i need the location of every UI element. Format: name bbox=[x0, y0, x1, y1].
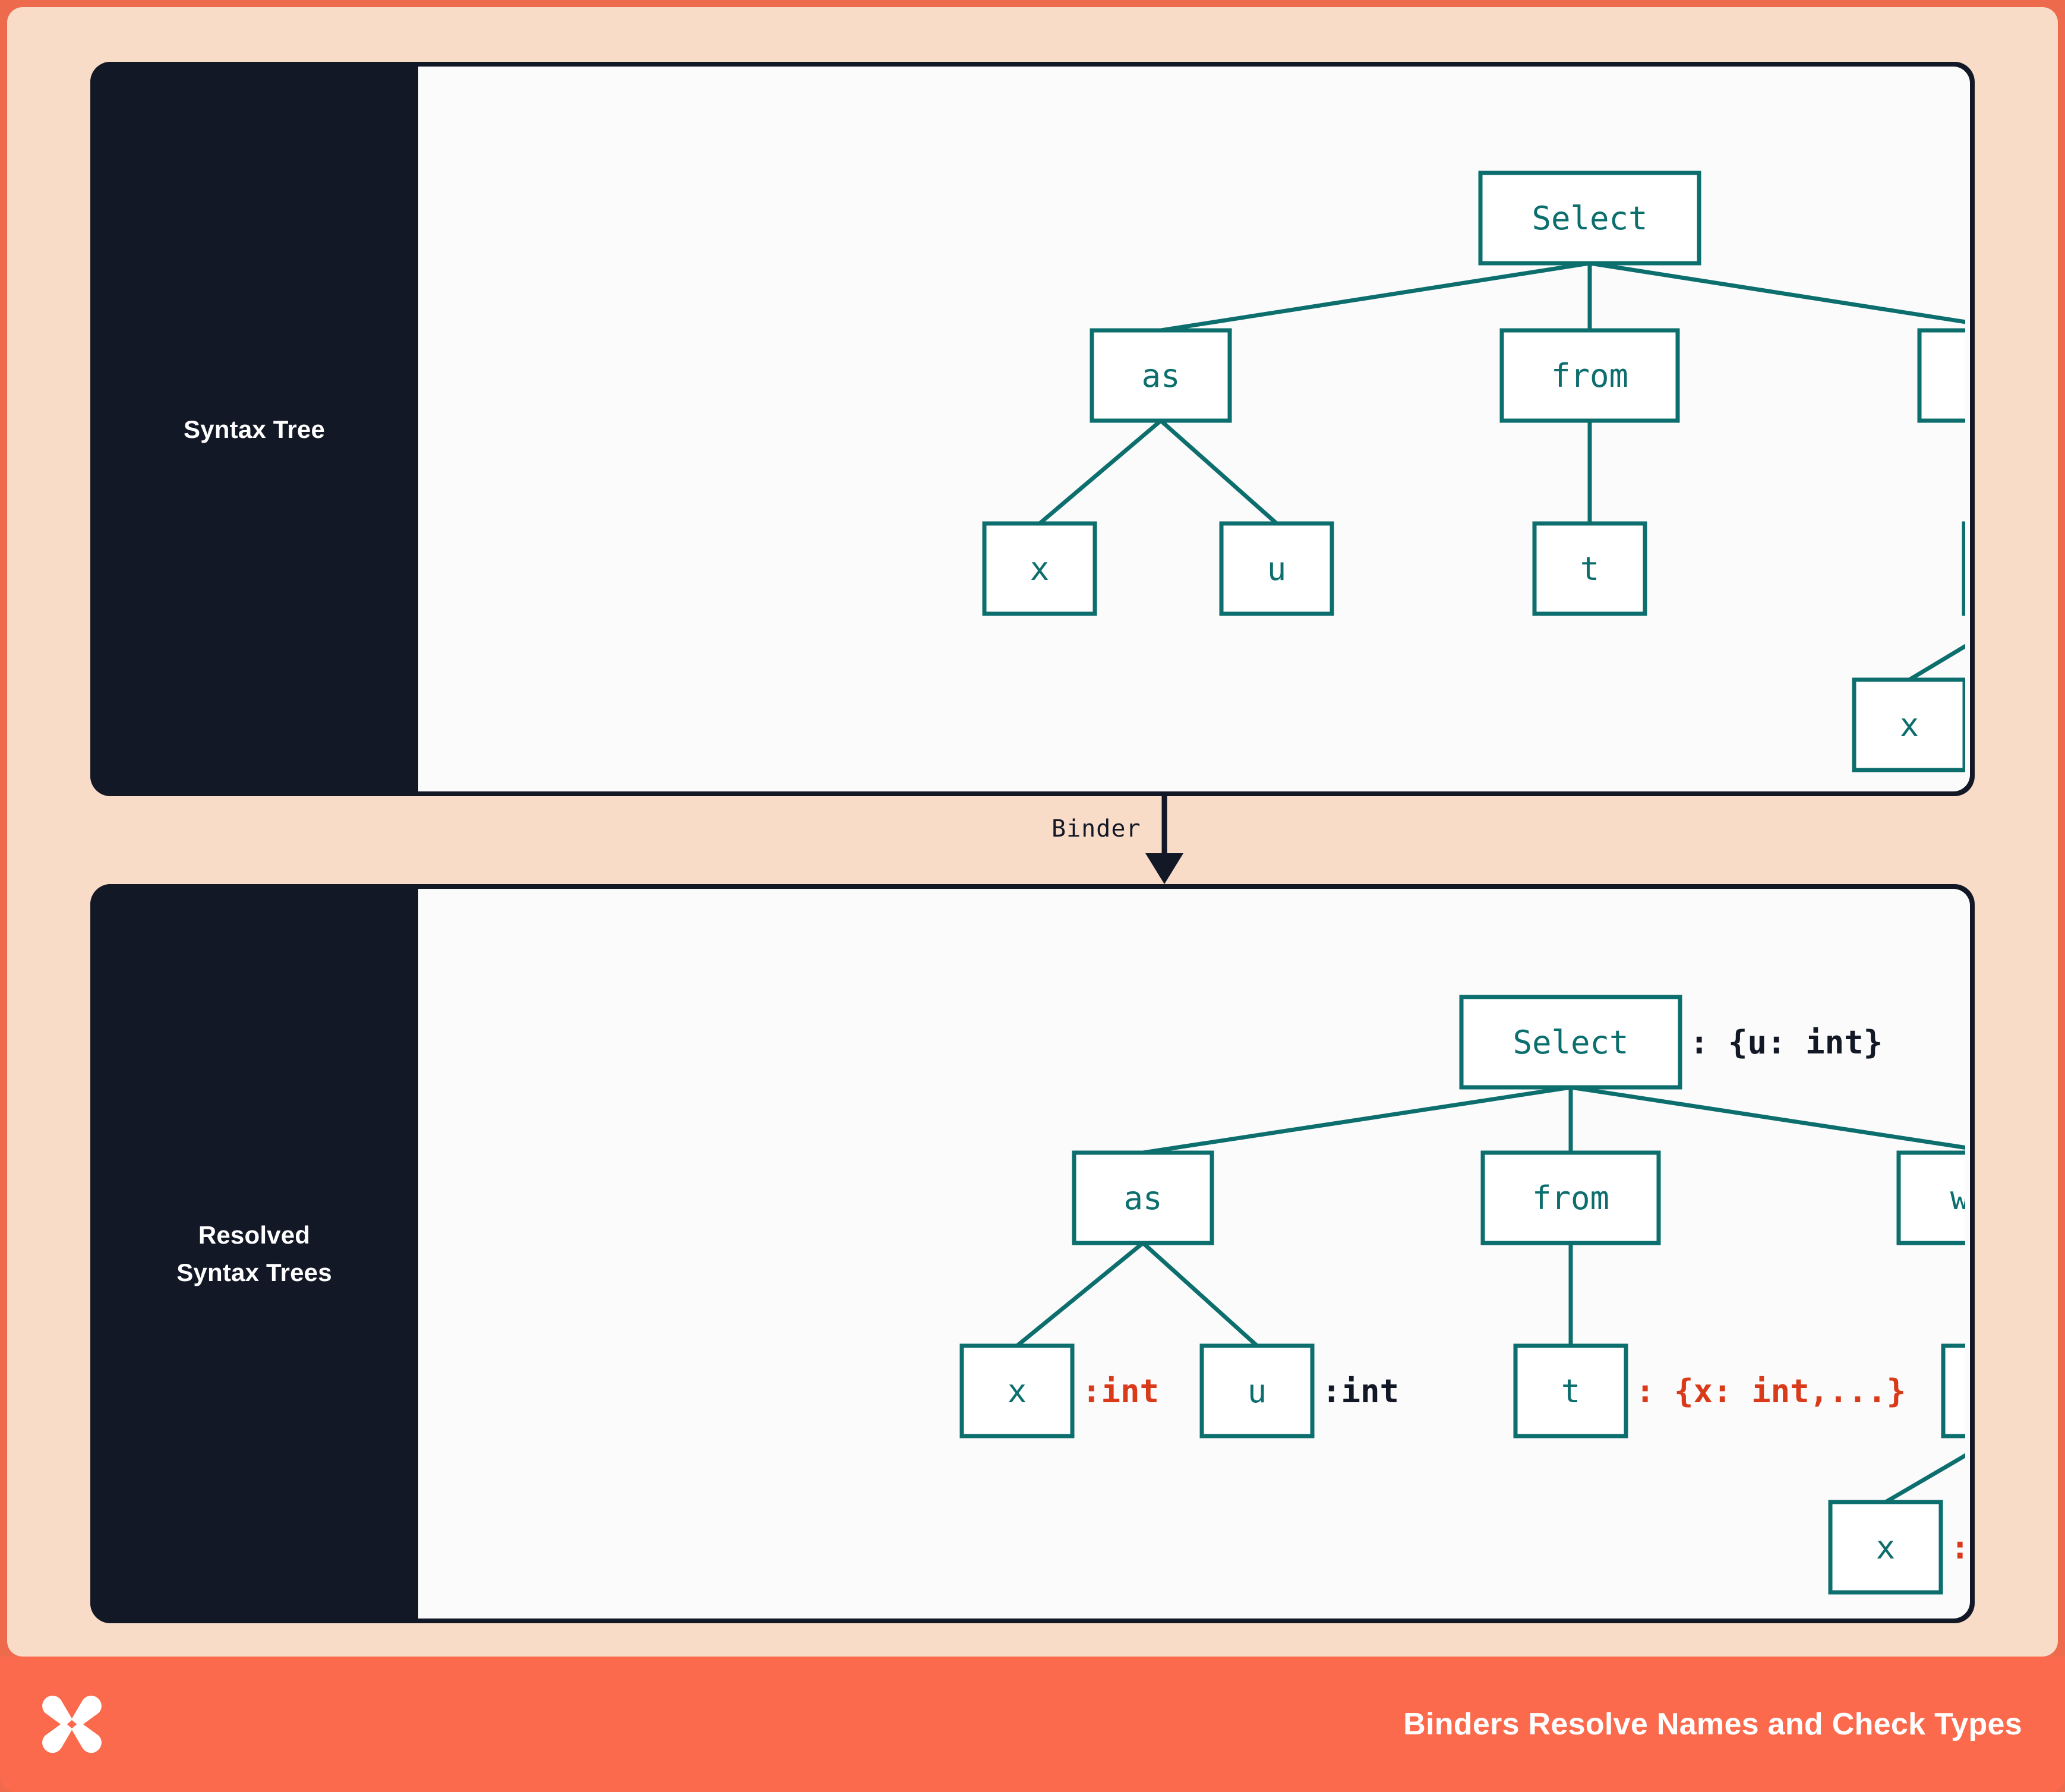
tree-node-where[interactable]: where bbox=[1896, 1150, 1970, 1245]
tree-edge bbox=[1142, 1085, 1571, 1155]
tree-node-type-annotation: : {u: int} bbox=[1690, 1024, 1883, 1061]
tree-node-label: u bbox=[1248, 1373, 1267, 1410]
tree-edge bbox=[1884, 1450, 1970, 1504]
tree-node-box bbox=[1072, 1150, 1214, 1245]
tree-node-type-annotation: :int bbox=[1082, 1373, 1159, 1410]
tree-node-select[interactable]: Select : {u: int} bbox=[1459, 995, 1883, 1090]
tree-edge bbox=[1908, 641, 1970, 682]
binder-label: Binder bbox=[1052, 815, 1141, 843]
resolved-syntax-trees-stage: Select : {u: int} as from where x :int u :int t : … bbox=[418, 889, 1970, 1619]
tree-node-box bbox=[1480, 1150, 1661, 1245]
tree-node-box bbox=[1896, 1150, 1970, 1245]
tree-node-box bbox=[1478, 171, 1701, 266]
tree-node-select[interactable]: Select bbox=[1478, 171, 1701, 266]
tree-node-as[interactable]: as bbox=[1090, 328, 1232, 423]
tree-edge bbox=[1570, 1085, 1970, 1151]
tree-node-box bbox=[1532, 521, 1647, 616]
tree-node-where[interactable]: where bbox=[1917, 328, 1970, 423]
tree-node-gt[interactable]: > bbox=[1962, 521, 1970, 616]
tree-node-box bbox=[982, 521, 1097, 616]
tree-node-label: Select bbox=[1513, 1024, 1628, 1061]
tree-node-as[interactable]: as bbox=[1072, 1150, 1214, 1245]
tree-node-from[interactable]: from bbox=[1480, 1150, 1661, 1245]
resolved-syntax-trees-panel-label: Resolved Syntax Trees bbox=[90, 884, 418, 1623]
syntax-tree-stage: Selectasfromwherexut>x0 bbox=[418, 67, 1970, 791]
tree-node-type-annotation: :int bbox=[1950, 1529, 1965, 1566]
tree-node-gt[interactable]: >:bool bbox=[1941, 1343, 1970, 1438]
tree-node-label: as bbox=[1123, 1179, 1162, 1217]
tree-node-x2[interactable]: x :int bbox=[1828, 1500, 1970, 1595]
tree-node-box bbox=[1828, 1500, 1943, 1595]
tree-node-label: Select bbox=[1532, 200, 1647, 237]
tree-node-type-annotation: :int bbox=[1322, 1373, 1399, 1410]
footer-caption: Binders Resolve Names and Check Types bbox=[1403, 1707, 2022, 1741]
tree-edge bbox=[1141, 1241, 1259, 1348]
tree-node-t[interactable]: t bbox=[1532, 521, 1647, 616]
binder-arrow-icon bbox=[1145, 796, 1183, 884]
tree-node-box bbox=[1199, 1343, 1315, 1438]
resolved-syntax-tree-svg: Select : {u: int} as from where x :int u :int t : … bbox=[959, 995, 1970, 1595]
tree-node-u[interactable]: u bbox=[1219, 521, 1334, 616]
tree-node-box bbox=[959, 1343, 1075, 1438]
tree-node-box bbox=[1090, 328, 1232, 423]
resolved-syntax-trees-panel: Resolved Syntax Trees Select : {u: int} as… bbox=[90, 884, 1975, 1623]
tree-node-box bbox=[1917, 328, 1970, 423]
tree-node-label: from bbox=[1532, 1179, 1609, 1217]
tree-node-box bbox=[1459, 995, 1682, 1090]
tree-node-box bbox=[1513, 1343, 1628, 1438]
tree-node-label: t bbox=[1561, 1373, 1581, 1410]
tree-node-x1[interactable]: x bbox=[982, 521, 1097, 616]
tree-node-label: x bbox=[1900, 706, 1919, 744]
tree-node-u[interactable]: u :int bbox=[1199, 1343, 1399, 1438]
tree-node-label: where bbox=[1950, 1179, 1965, 1217]
tree-node-label: t bbox=[1580, 550, 1600, 588]
tree-node-label: u bbox=[1267, 550, 1287, 588]
panel-label-line-1: Resolved bbox=[198, 1221, 311, 1249]
tree-node-label: x bbox=[1008, 1373, 1027, 1410]
tree-edge bbox=[1589, 261, 1970, 325]
tree-node-box bbox=[1852, 677, 1967, 772]
tree-node-box bbox=[1499, 328, 1680, 423]
binder-band bbox=[90, 796, 1975, 884]
tree-node-label: x bbox=[1876, 1529, 1896, 1566]
syntax-tree-svg: Selectasfromwherexut>x0 bbox=[982, 171, 1970, 772]
tree-node-t[interactable]: t : {x: int,...} bbox=[1513, 1343, 1906, 1438]
syntax-tree-panel-label: Syntax Tree bbox=[90, 62, 418, 796]
tree-node-x2[interactable]: x bbox=[1852, 677, 1967, 772]
butterfly-x-logo-icon bbox=[37, 1689, 107, 1759]
tree-edge bbox=[1015, 1241, 1145, 1348]
tree-node-box bbox=[1219, 521, 1334, 616]
footer-bar: Binders Resolve Names and Check Types bbox=[0, 1657, 2065, 1792]
tree-node-label: from bbox=[1551, 357, 1628, 395]
tree-edge bbox=[1160, 261, 1590, 333]
tree-node-label: as bbox=[1141, 357, 1180, 395]
tree-node-box bbox=[1941, 1343, 1970, 1438]
tree-node-label: x bbox=[1030, 550, 1050, 588]
tree-node-box bbox=[1962, 521, 1970, 616]
tree-node-type-annotation: : {x: int,...} bbox=[1635, 1373, 1906, 1410]
tree-edge bbox=[1038, 419, 1163, 525]
tree-node-x1[interactable]: x :int bbox=[959, 1343, 1159, 1438]
tree-edge bbox=[1159, 419, 1278, 525]
tree-node-from[interactable]: from bbox=[1499, 328, 1680, 423]
syntax-tree-panel: Syntax Tree Selectasfromwherexut>x0 bbox=[90, 62, 1975, 796]
panel-label-line-2: Syntax Trees bbox=[176, 1258, 332, 1286]
